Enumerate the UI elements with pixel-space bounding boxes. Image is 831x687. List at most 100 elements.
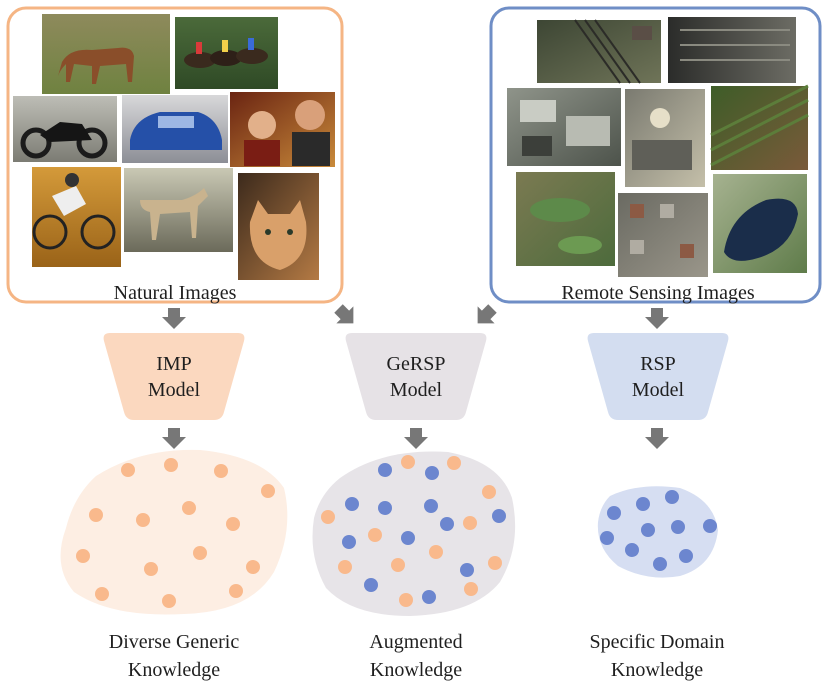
orange-dot	[226, 517, 240, 531]
rsp-model-label: RSP Model	[588, 351, 728, 403]
blue-dot	[364, 578, 378, 592]
imp-model-word: Model	[147, 379, 201, 401]
specific-knowledge-caption: Specific Domain Knowledge	[557, 628, 757, 684]
orange-dot	[95, 587, 109, 601]
blue-dot	[600, 531, 614, 545]
generic-knowledge-line2: Knowledge	[127, 659, 221, 681]
car-photo	[122, 95, 228, 163]
generic-knowledge-caption: Diverse Generic Knowledge	[74, 628, 274, 684]
orange-dot	[229, 584, 243, 598]
orange-dot	[182, 501, 196, 515]
motorcycle-photo	[13, 96, 117, 162]
people-photo	[230, 92, 335, 167]
orange-dot	[162, 594, 176, 608]
dog-photo	[124, 168, 233, 252]
augmented-knowledge-dots	[321, 455, 506, 607]
blue-dot	[671, 520, 685, 534]
imp-model-shape	[103, 333, 245, 420]
orange-dot	[246, 560, 260, 574]
arrow-natural-to-imp	[162, 308, 186, 329]
orange-dot	[399, 593, 413, 607]
blue-dot	[636, 497, 650, 511]
aerial-buildings-photo	[507, 88, 621, 166]
orange-dot	[121, 463, 135, 477]
orange-dot	[144, 562, 158, 576]
imp-model-label: IMP Model	[104, 351, 244, 403]
orange-dot	[193, 546, 207, 560]
orange-dot	[261, 484, 275, 498]
orange-dot	[429, 545, 443, 559]
blue-dot	[653, 557, 667, 571]
blue-dot	[422, 590, 436, 604]
arrow-natural-to-gersp	[334, 304, 354, 324]
aerial-industrial-photo	[625, 89, 705, 187]
specific-knowledge-dots	[600, 490, 717, 571]
gersp-model-word: Model	[389, 379, 443, 401]
blue-dot	[492, 509, 506, 523]
orange-dot	[164, 458, 178, 472]
generic-knowledge-blob	[60, 449, 288, 615]
orange-dot	[214, 464, 228, 478]
remote-sensing-images-label: Remote Sensing Images	[561, 282, 755, 304]
blue-dot	[425, 466, 439, 480]
generic-knowledge-dots	[76, 458, 275, 608]
orange-dot	[76, 549, 90, 563]
rsp-model-name: RSP	[640, 353, 676, 375]
orange-dot	[482, 485, 496, 499]
blue-dot	[401, 531, 415, 545]
specific-knowledge-line1: Specific Domain	[589, 631, 725, 653]
blue-dot	[378, 501, 392, 515]
orange-dot	[321, 510, 335, 524]
remote-sensing-frame	[489, 6, 822, 304]
orange-dot	[463, 516, 477, 530]
aerial-farmland-photo	[710, 84, 809, 170]
arrow-remote-to-gersp	[477, 304, 497, 324]
cyclist-photo	[32, 167, 121, 267]
augmented-knowledge-caption: Augmented Knowledge	[316, 628, 516, 684]
horse-racing-photo	[175, 17, 278, 89]
specific-knowledge-line2: Knowledge	[610, 659, 704, 681]
blue-dot	[460, 563, 474, 577]
blue-dot	[665, 490, 679, 504]
orange-dot	[401, 455, 415, 469]
blue-dot	[703, 519, 717, 533]
arrow-remote-to-rsp	[645, 308, 669, 329]
orange-dot	[447, 456, 461, 470]
blue-dot	[378, 463, 392, 477]
blue-dot	[679, 549, 693, 563]
blue-dot	[607, 506, 621, 520]
arrow-rsp-to-knowledge	[645, 428, 669, 449]
augmented-knowledge-line2: Knowledge	[369, 659, 463, 681]
natural-images-frame	[6, 6, 344, 304]
blue-dot	[641, 523, 655, 537]
blue-dot	[440, 517, 454, 531]
augmented-knowledge-blob	[312, 451, 516, 616]
gersp-model-shape	[345, 333, 487, 420]
aerial-parking-photo	[668, 17, 796, 83]
rsp-model-word: Model	[631, 379, 685, 401]
augmented-knowledge-line1: Augmented	[369, 631, 463, 653]
arrow-imp-to-knowledge	[162, 428, 186, 449]
natural-images-label: Natural Images	[113, 282, 237, 304]
gersp-model-label: GeRSP Model	[346, 351, 486, 403]
aerial-rail-photo	[537, 19, 661, 84]
orange-dot	[136, 513, 150, 527]
arrow-gersp-to-knowledge	[404, 428, 428, 449]
orange-dot	[391, 558, 405, 572]
blue-dot	[345, 497, 359, 511]
orange-dot	[488, 556, 502, 570]
gersp-model-name: GeRSP	[386, 353, 446, 375]
orange-dot	[464, 582, 478, 596]
orange-dot	[89, 508, 103, 522]
blue-dot	[342, 535, 356, 549]
rsp-model-shape	[587, 333, 729, 420]
aerial-golf-photo	[516, 172, 615, 266]
generic-knowledge-line1: Diverse Generic	[108, 631, 240, 653]
aerial-residential-photo	[618, 193, 708, 277]
blue-dot	[625, 543, 639, 557]
horse-photo	[42, 14, 170, 94]
aerial-lake-photo	[713, 174, 807, 273]
orange-dot	[368, 528, 382, 542]
imp-model-name: IMP	[156, 353, 192, 375]
